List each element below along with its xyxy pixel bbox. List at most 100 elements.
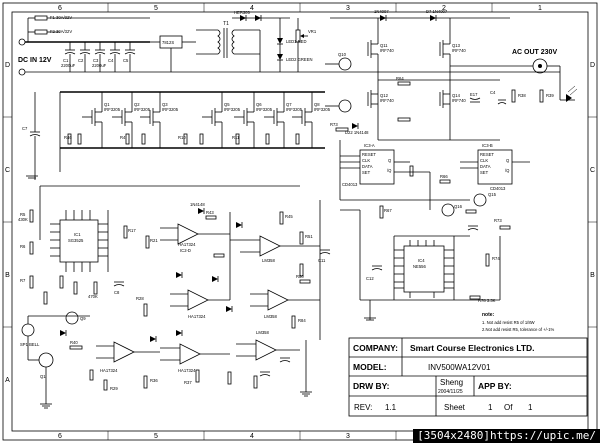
rev-value: 1.1 [385,403,397,412]
row-label-left-D: D [5,62,10,69]
svg-text:R10: R10 [178,135,186,140]
svg-text:D22 1N4148: D22 1N4148 [345,130,369,135]
svg-text:R40: R40 [70,340,78,345]
svg-text:SET: SET [480,170,489,175]
svg-text:Q14: Q14 [452,93,461,98]
svg-text:R36: R36 [150,378,158,383]
opamp-5-label: LM358 [256,330,269,335]
ff2-ref-label: IC3-B [482,143,493,148]
svg-text:R73: R73 [494,218,502,223]
svg-text:Q1: Q1 [104,102,110,107]
svg-text:Q6: Q6 [256,102,262,107]
watermark-banner: [3504x2480]https://upic.me/ [413,429,600,443]
ic-main-label: SG3525 [68,238,84,243]
svg-text:RESET: RESET [362,152,376,157]
svg-text:DATA: DATA [362,164,373,169]
svg-text:R43: R43 [206,210,214,215]
svg-text:C11: C11 [318,258,326,263]
sheet-number: 1 [488,403,493,412]
svg-text:2200uF: 2200uF [92,63,107,68]
svg-text:R37: R37 [184,380,192,385]
svg-text:R78 3.3K: R78 3.3K [478,298,496,303]
note-line-2: 2.Not add resist R5, tolerance of +/-1% [482,327,555,332]
frame-rows: D C B A D C B [3,62,597,384]
svg-text:R66: R66 [440,174,448,179]
sheet-of-label: Of [504,403,513,412]
svg-text:R21: R21 [150,238,158,243]
bell-alarm: SP1 BELL Q1 R40 Q9 R29 [20,311,118,391]
svg-text:470K: 470K [88,294,98,299]
svg-text:R39: R39 [546,93,554,98]
diode-rect-label: 1N4007 [374,9,389,14]
drw-by-label: DRW BY: [353,381,390,391]
company-label: COMPANY: [353,343,398,353]
svg-text:R74: R74 [492,256,500,261]
svg-text:IRF3205: IRF3205 [162,107,179,112]
drw-by-name: Sheng [440,378,463,387]
svg-text:IRF3205: IRF3205 [286,107,303,112]
col-label-bottom-3: 3 [346,433,350,440]
svg-text:R6: R6 [20,244,26,249]
note-line-1: 1. Not add resist R5 of 1/8W [482,320,535,325]
col-label-5: 5 [154,5,158,12]
opamp-4-label: LM358 [262,258,275,263]
row-label-left-C: C [5,167,10,174]
row-label-left-B: B [5,272,10,279]
led-indicator-group: HER305 LED1 RED LED2 GREEN VR1 [232,10,317,72]
regulator-label: 7812S [162,40,174,45]
opamp-3-label: HA17324 [100,368,118,373]
svg-text:R4: R4 [120,135,126,140]
svg-text:R84: R84 [298,318,306,323]
svg-text:IRF3205: IRF3205 [104,107,121,112]
svg-text:Q8: Q8 [314,102,320,107]
svg-text:Q13: Q13 [452,43,461,48]
svg-text:C4: C4 [490,90,496,95]
transformer-t1: T1 [196,21,260,58]
svg-text:IRF3205: IRF3205 [256,107,273,112]
svg-text:Q2: Q2 [134,102,140,107]
opamp-2-label: HA17324 [178,368,196,373]
svg-text:C3: C3 [93,58,99,63]
svg-text:HA17324: HA17324 [188,314,206,319]
svg-text:/Q: /Q [387,168,392,173]
company-value: Smart Course Electronics LTD. [410,343,535,353]
svg-text:Q1: Q1 [40,374,46,379]
col-label-2: 2 [442,5,446,12]
svg-text:CLK: CLK [480,158,488,163]
row-label-right-B: B [590,272,595,279]
drw-by-date: 2004/11/25 [438,389,463,395]
ac-out-label: AC OUT 230V [512,49,557,56]
svg-text:R67: R67 [384,208,392,213]
ff2-part-label: CD4013 [490,186,506,191]
svg-text:IRF740: IRF740 [452,48,466,53]
title-block: COMPANY: Smart Course Electronics LTD. M… [348,337,588,417]
svg-text:VR1: VR1 [308,29,317,34]
fuse-1-label: F1 30A/32V [50,15,72,20]
rev-label: REV: [354,403,372,412]
row-label-right-C: C [590,167,595,174]
svg-text:Q12: Q12 [380,93,389,98]
col-label-6: 6 [58,5,62,12]
dc-in-label: DC IN 12V [18,57,52,64]
svg-text:DATA: DATA [480,164,491,169]
note-block: note: 1. Not add resist R5 of 1/8W 2.Not… [482,312,555,332]
svg-text:D7 1N4007: D7 1N4007 [426,9,448,14]
svg-text:IRF740: IRF740 [380,98,394,103]
note-title: note: [482,312,495,318]
svg-text:IRF3205: IRF3205 [224,107,241,112]
col-label-3: 3 [346,5,350,12]
ic-main-ref-label: IC1 [74,232,81,237]
